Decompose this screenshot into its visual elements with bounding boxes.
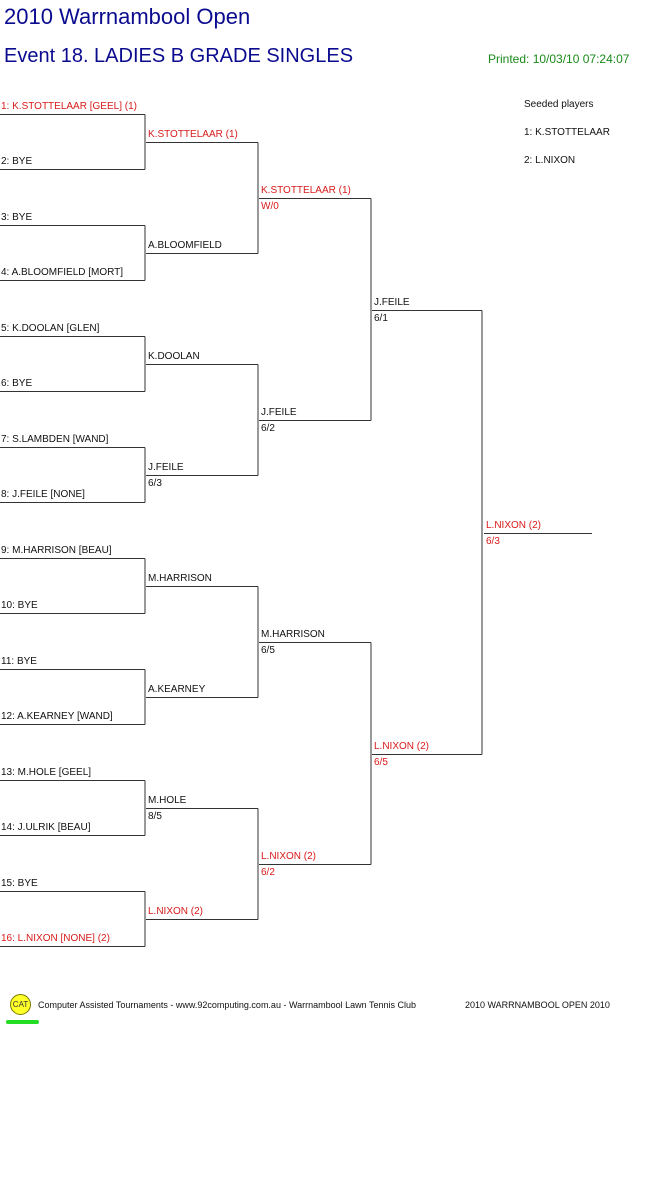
draw-entry-10: 10: BYE <box>1 599 38 611</box>
score-r3-m2: 6/5 <box>374 756 388 768</box>
draw-entry-12: 12: A.KEARNEY [WAND] <box>1 710 113 722</box>
seeded-players-heading: Seeded players <box>524 99 594 110</box>
draw-entry-2: 2: BYE <box>1 155 33 167</box>
draw-entry-6: 6: BYE <box>1 377 33 389</box>
winner-r1-m7: M.HOLE <box>148 794 187 806</box>
winner-r1-m2: A.BLOOMFIELD <box>148 239 222 251</box>
footer-event-name: 2010 WARRNAMBOOL OPEN 2010 <box>465 1000 610 1010</box>
cat-logo-icon: CAT <box>10 994 31 1015</box>
printed-timestamp: Printed: 10/03/10 07:24:07 <box>488 52 630 66</box>
draw-entry-14: 14: J.ULRIK [BEAU] <box>1 821 91 833</box>
event-title: Event 18. LADIES B GRADE SINGLES <box>4 45 354 67</box>
seeded-player-1: 1: K.STOTTELAAR <box>524 127 610 138</box>
score-r1-m4: 6/3 <box>148 477 162 489</box>
draw-entry-11: 11: BYE <box>1 655 37 667</box>
draw-entry-1: 1: K.STOTTELAAR [GEEL] (1) <box>1 100 137 112</box>
cat-logo-underline <box>6 1020 39 1024</box>
draw-entry-9: 9: M.HARRISON [BEAU] <box>1 544 112 556</box>
winner-r2-m2: J.FEILE <box>261 406 297 418</box>
draw-entry-16: 16: L.NIXON [NONE] (2) <box>1 932 110 944</box>
winner-r4-m1: L.NIXON (2) <box>486 519 542 531</box>
score-r2-m1: W/0 <box>261 200 279 212</box>
score-r2-m2: 6/2 <box>261 422 275 434</box>
winner-r2-m3: M.HARRISON <box>261 628 325 640</box>
winner-r3-m1: J.FEILE <box>374 296 410 308</box>
draw-entry-5: 5: K.DOOLAN [GLEN] <box>1 322 100 334</box>
winner-r1-m4: J.FEILE <box>148 461 184 473</box>
winner-r3-m2: L.NIXON (2) <box>374 740 430 752</box>
tournament-title: 2010 Warrnambool Open <box>4 4 251 29</box>
draw-entry-15: 15: BYE <box>1 877 38 889</box>
draw-entry-7: 7: S.LAMBDEN [WAND] <box>1 433 109 445</box>
draw-entry-8: 8: J.FEILE [NONE] <box>1 488 85 500</box>
winner-r1-m3: K.DOOLAN <box>148 350 200 362</box>
score-r1-m7: 8/5 <box>148 810 162 822</box>
score-r2-m4: 6/2 <box>261 866 275 878</box>
winner-r1-m1: K.STOTTELAAR (1) <box>148 128 238 140</box>
score-r4-m1: 6/3 <box>486 535 500 547</box>
winner-r1-m6: A.KEARNEY <box>148 683 206 695</box>
winner-r1-m5: M.HARRISON <box>148 572 212 584</box>
draw-entry-4: 4: A.BLOOMFIELD [MORT] <box>1 266 124 278</box>
draw-entry-3: 3: BYE <box>1 211 33 223</box>
footer-credit: Computer Assisted Tournaments - www.92co… <box>38 1000 417 1010</box>
winner-r2-m1: K.STOTTELAAR (1) <box>261 184 351 196</box>
score-r3-m1: 6/1 <box>374 312 388 324</box>
draw-entry-13: 13: M.HOLE [GEEL] <box>1 766 92 778</box>
winner-r2-m4: L.NIXON (2) <box>261 850 317 862</box>
score-r2-m3: 6/5 <box>261 644 275 656</box>
seeded-player-2: 2: L.NIXON <box>524 155 576 166</box>
winner-r1-m8: L.NIXON (2) <box>148 905 204 917</box>
